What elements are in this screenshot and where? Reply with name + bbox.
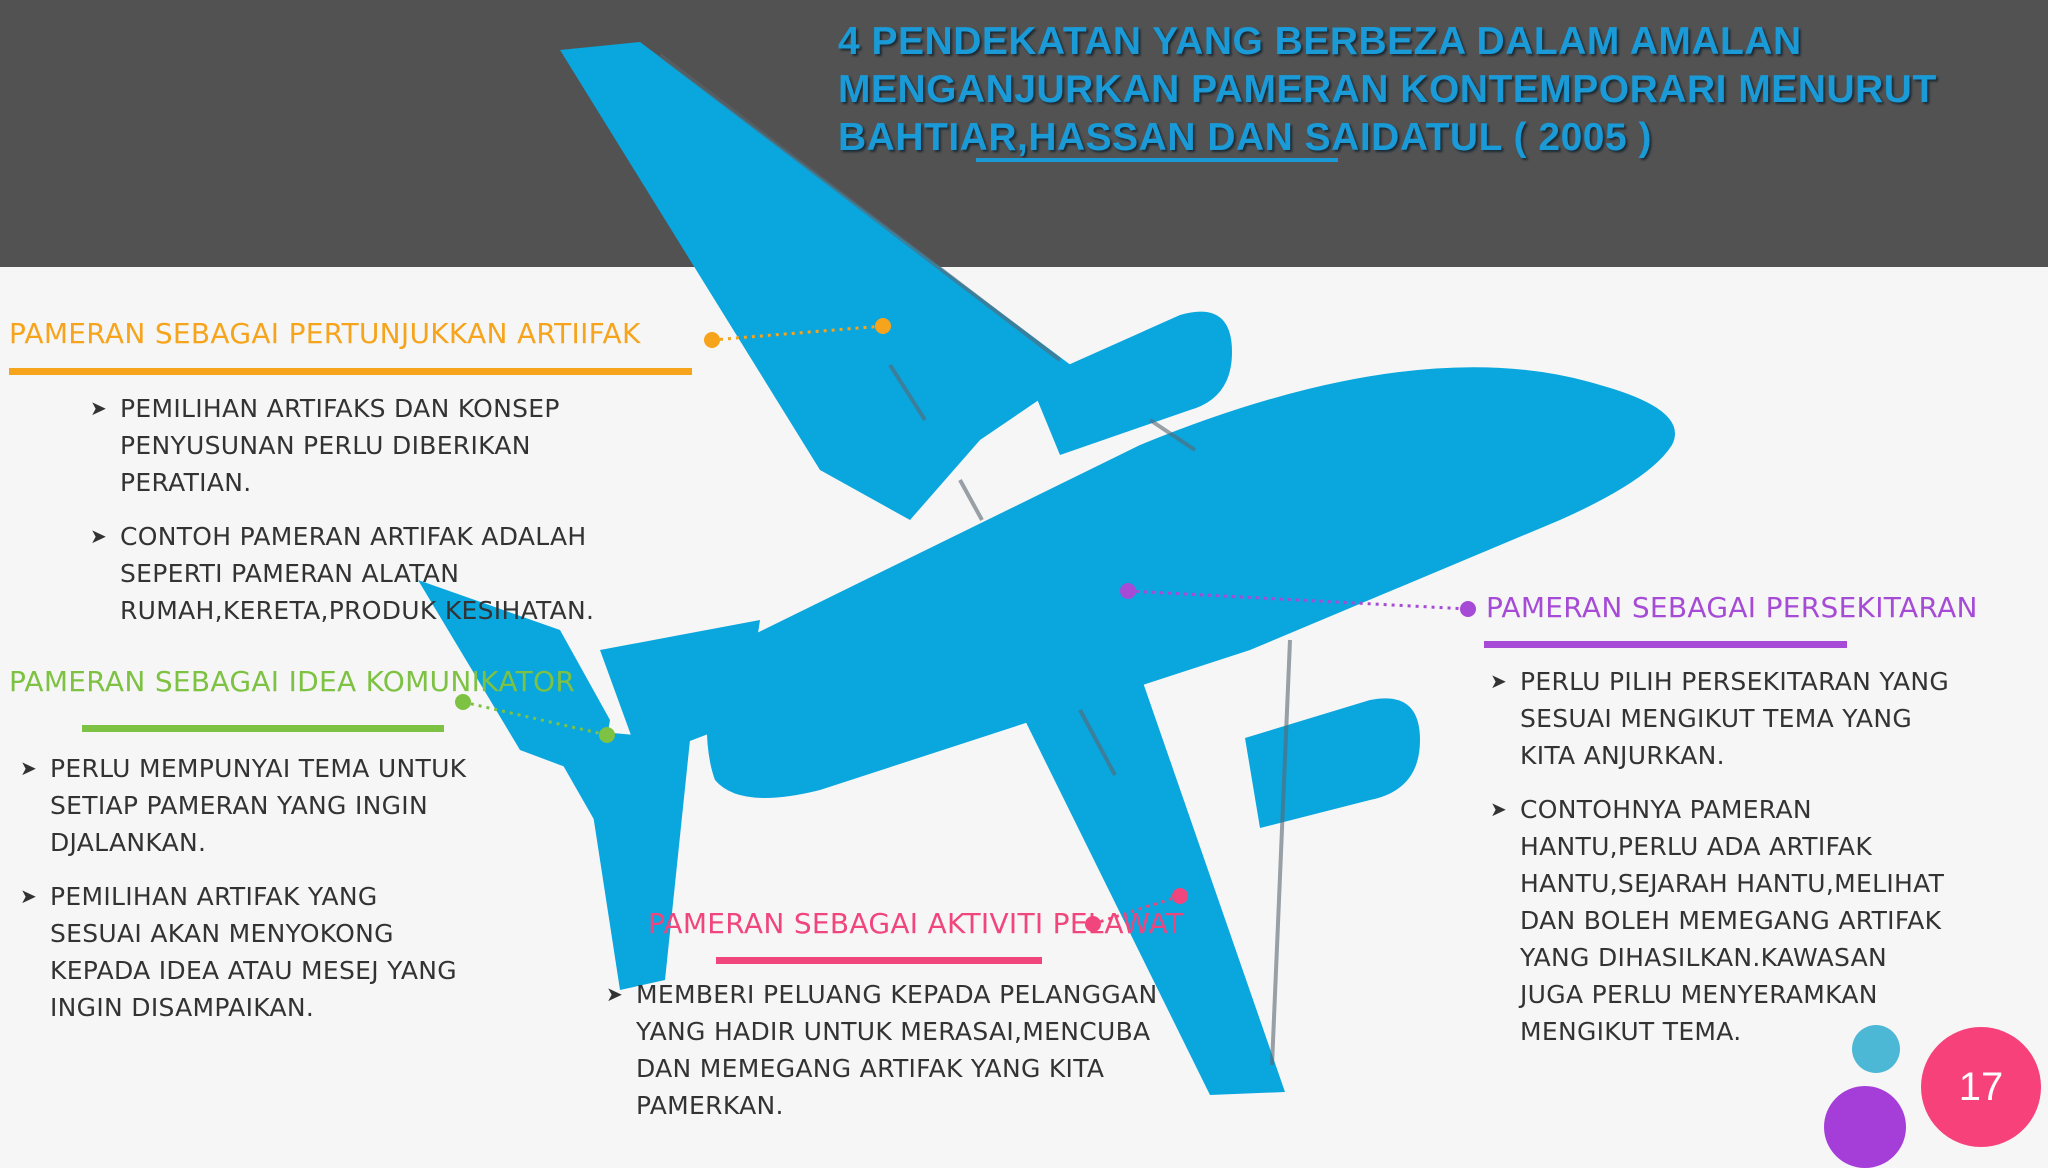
bar-aktiviti	[716, 957, 1042, 964]
heading-artifak: PAMERAN SEBAGAI PERTUNJUKKAN ARTIIFAK	[9, 317, 641, 350]
list-persekitaran: ➤ PERLU PILIH PERSEKITARAN YANG SESUAI M…	[1490, 663, 2020, 1067]
arrowhead-bullet-icon: ➤	[606, 982, 624, 1006]
bar-artifak	[9, 368, 692, 375]
arrowhead-bullet-icon: ➤	[90, 396, 108, 420]
connector-persekitaran	[1120, 583, 1476, 617]
page-title: 4 PENDEKATAN YANG BERBEZA DALAM AMALAN M…	[838, 18, 2018, 162]
decor-dot-purple	[1824, 1086, 1906, 1168]
list-item: ➤ CONTOH PAMERAN ARTIFAK ADALAH SEPERTI …	[90, 518, 650, 629]
title-line-3: BAHTIAR,HASSAN DAN SAIDATUL ( 2005 )	[838, 116, 1652, 159]
list-aktiviti: ➤ MEMBERI PELUANG KEPADA PELANGGAN YANG …	[606, 976, 1206, 1141]
arrowhead-bullet-icon: ➤	[20, 884, 38, 908]
decor-dot-blue	[1852, 1025, 1900, 1073]
arrowhead-bullet-icon: ➤	[20, 756, 38, 780]
heading-aktiviti: PAMERAN SEBAGAI AKTIVITI PELAWAT	[648, 907, 1184, 940]
list-artifak: ➤ PEMILIHAN ARTIFAKS DAN KONSEP PENYUSUN…	[90, 390, 650, 646]
bar-idea	[82, 725, 444, 732]
title-underline	[976, 158, 1338, 162]
list-idea: ➤ PERLU MEMPUNYAI TEMA UNTUK SETIAP PAME…	[20, 750, 540, 1043]
bar-persekitaran	[1484, 641, 1847, 648]
arrowhead-bullet-icon: ➤	[90, 524, 108, 548]
header-band	[0, 0, 2048, 267]
list-item: ➤ MEMBERI PELUANG KEPADA PELANGGAN YANG …	[606, 976, 1206, 1124]
arrowhead-bullet-icon: ➤	[1490, 797, 1508, 821]
connector-aktiviti	[1085, 888, 1188, 932]
list-item: ➤ PERLU PILIH PERSEKITARAN YANG SESUAI M…	[1490, 663, 2020, 774]
connector-idea	[455, 694, 615, 743]
heading-idea: PAMERAN SEBAGAI IDEA KOMUNIKATOR	[9, 665, 576, 698]
slide-number-badge: 17	[1921, 1027, 2041, 1147]
connector-artifak	[704, 318, 891, 348]
title-line-2: MENGANJURKAN PAMERAN KONTEMPORARI MENURU…	[838, 68, 1937, 111]
arrowhead-bullet-icon: ➤	[1490, 669, 1508, 693]
title-line-1: 4 PENDEKATAN YANG BERBEZA DALAM AMALAN	[838, 20, 1802, 63]
list-item: ➤ CONTOHNYA PAMERAN HANTU,PERLU ADA ARTI…	[1490, 791, 2020, 1050]
list-item: ➤ PERLU MEMPUNYAI TEMA UNTUK SETIAP PAME…	[20, 750, 540, 861]
list-item: ➤ PEMILIHAN ARTIFAKS DAN KONSEP PENYUSUN…	[90, 390, 650, 501]
heading-persekitaran: PAMERAN SEBAGAI PERSEKITARAN	[1486, 591, 1978, 624]
list-item: ➤ PEMILIHAN ARTIFAK YANG SESUAI AKAN MEN…	[20, 878, 540, 1026]
